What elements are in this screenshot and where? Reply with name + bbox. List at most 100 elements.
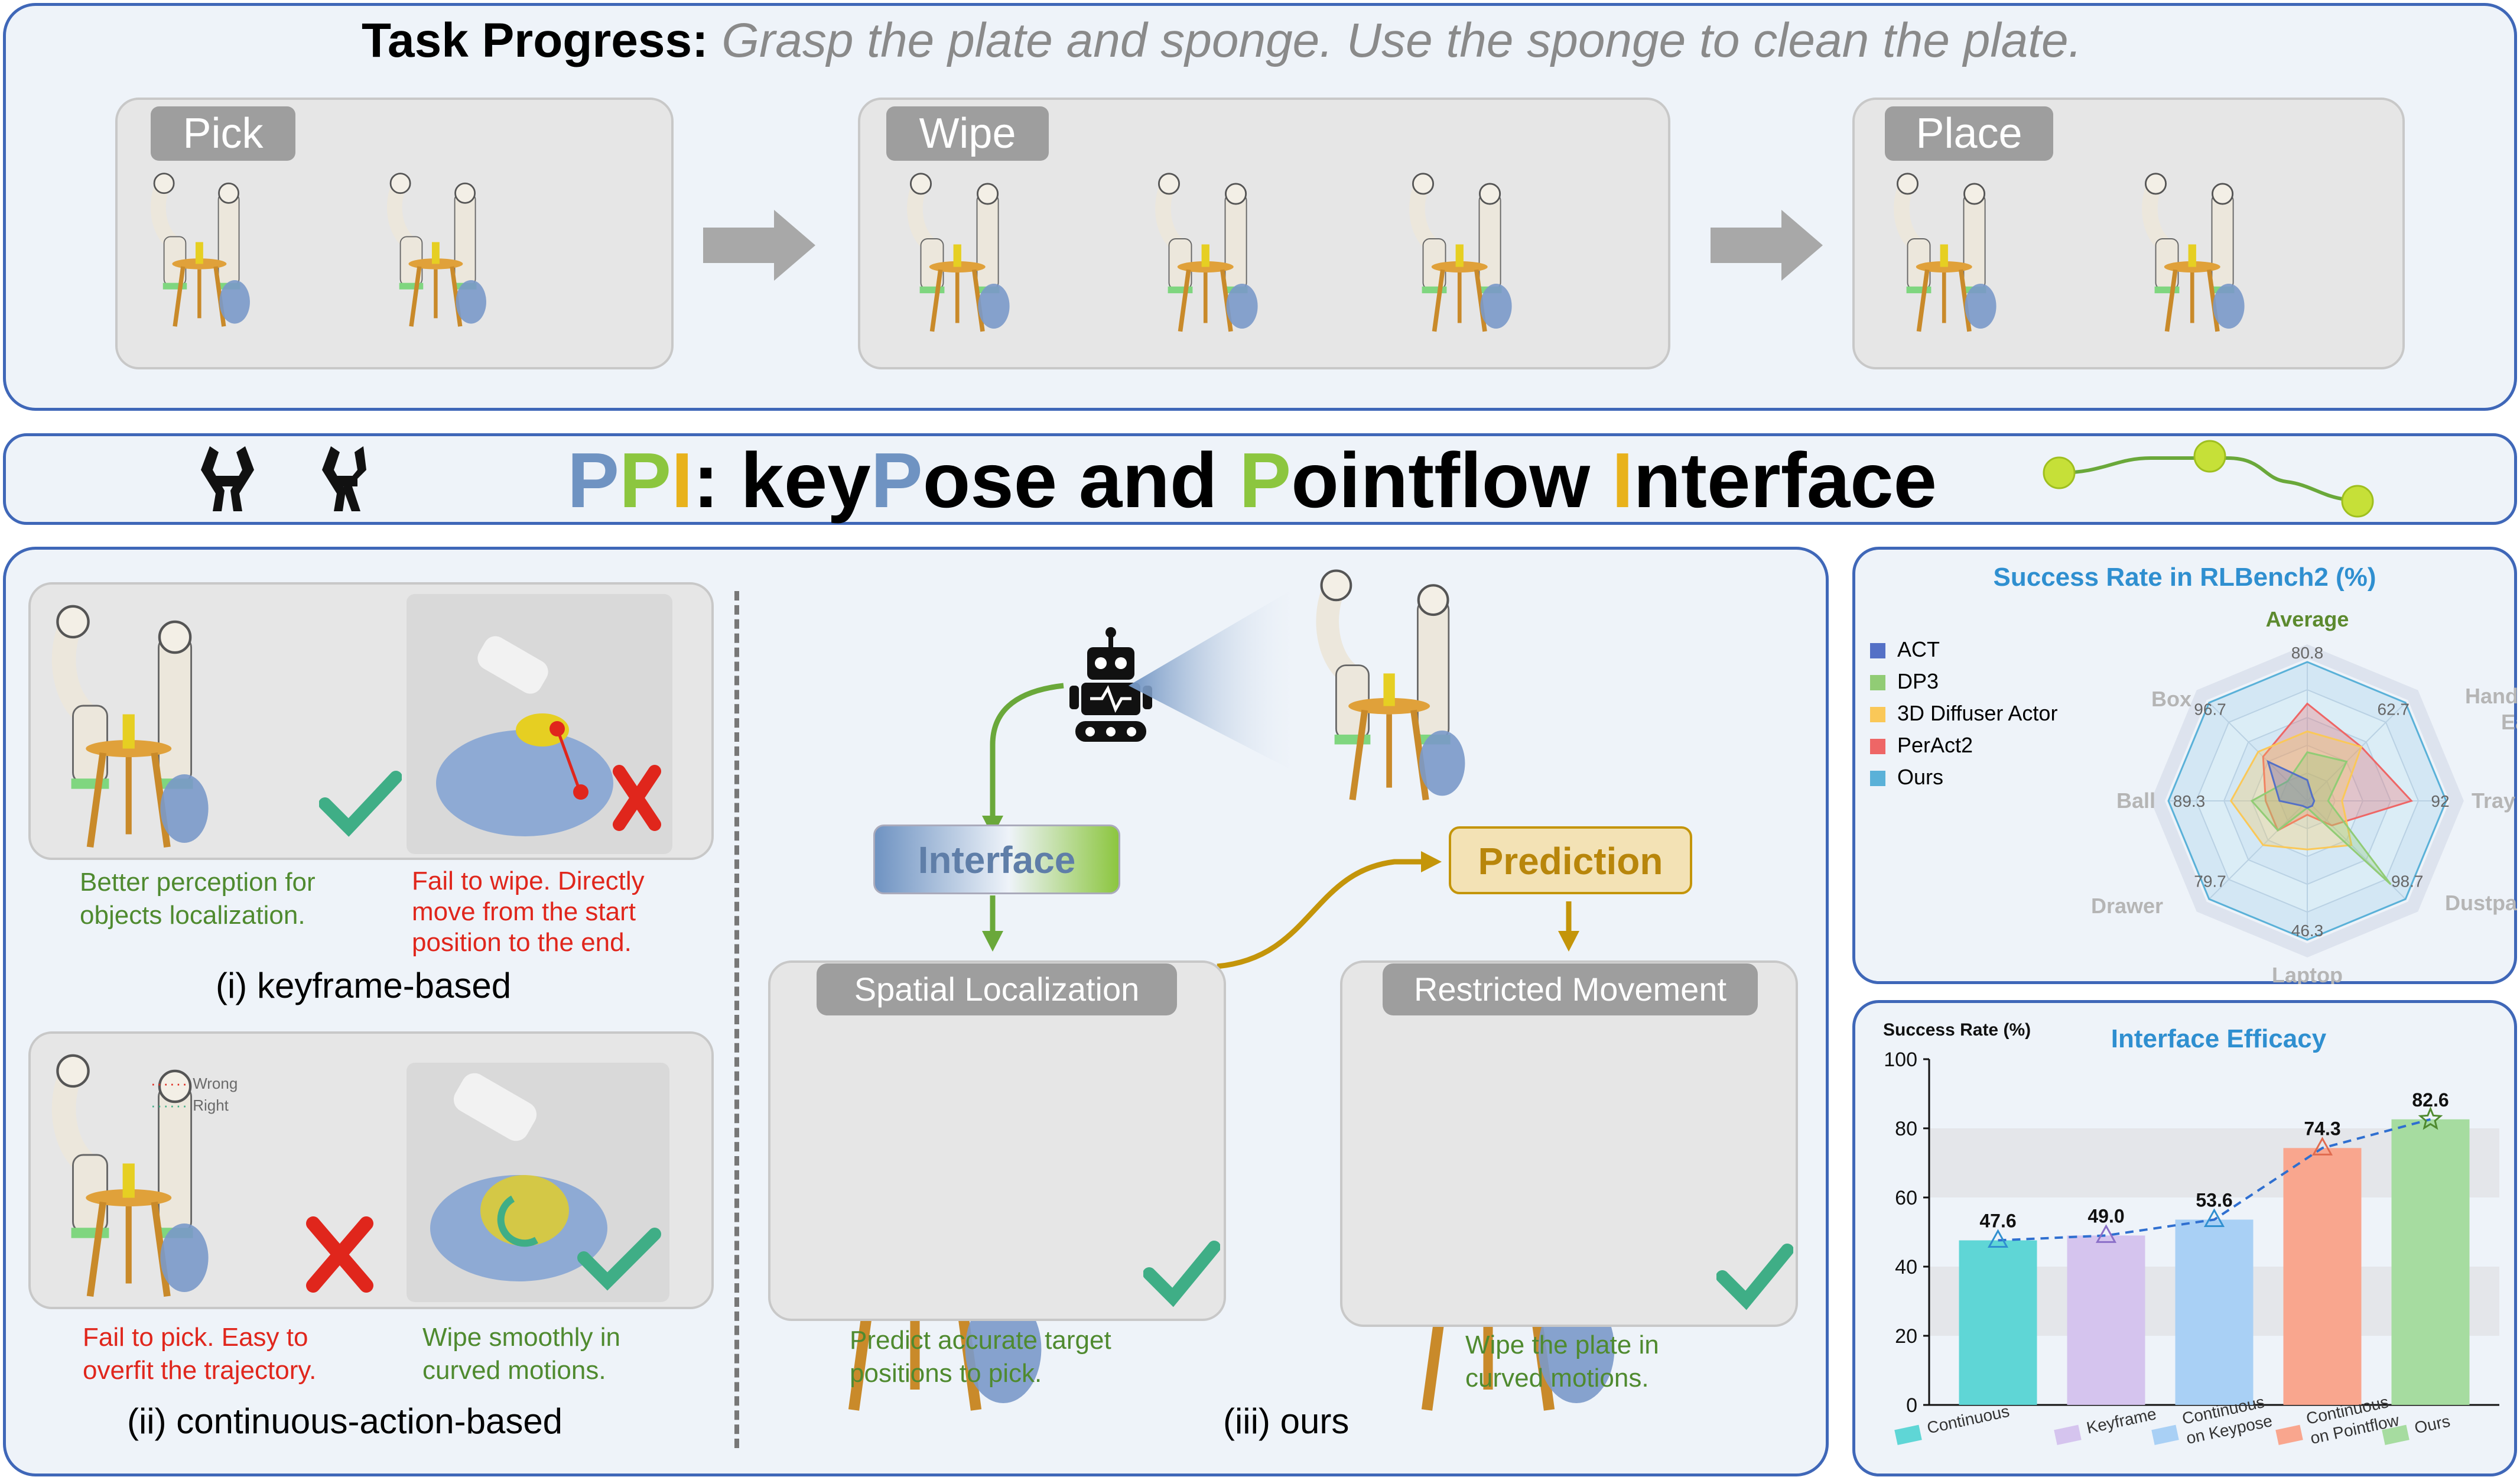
ours-camera-scene bbox=[1316, 569, 1465, 801]
radar-title: Success Rate in RLBench2 (%) bbox=[1993, 563, 2376, 592]
spatial-localization-panel bbox=[768, 960, 1226, 1321]
bar-legend-swatch bbox=[2151, 1424, 2179, 1445]
radar-legend-label: ACT bbox=[1897, 637, 1940, 661]
flow-arrows bbox=[982, 683, 1579, 969]
ppi-title-part: nterface bbox=[1633, 437, 1937, 524]
bar-trend-line bbox=[1998, 1118, 2431, 1242]
bar-legend-swatch bbox=[2382, 1424, 2410, 1445]
bar-value-label: 49.0 bbox=[2087, 1205, 2124, 1226]
prediction-box bbox=[1449, 826, 1692, 894]
place-scene-1 bbox=[1894, 173, 1997, 332]
ppi-title-part: I bbox=[1611, 437, 1634, 524]
continuous-wipe-closeup bbox=[407, 1063, 669, 1302]
radar-axis-label: Laptop bbox=[2272, 963, 2343, 984]
failure-cross-icon bbox=[306, 1216, 373, 1293]
interface-box bbox=[873, 825, 1120, 894]
spatial-localization-tag: Spatial Localization bbox=[817, 963, 1177, 1015]
wipe-phase-tag: Wipe bbox=[886, 106, 1049, 161]
pick-scene-1 bbox=[150, 173, 250, 327]
ppi-title: PPI: keyPose and Pointflow Interface bbox=[567, 436, 1937, 525]
radar-axis-max: 92 bbox=[2431, 792, 2449, 810]
keyframe-label: (i) keyframe-based bbox=[216, 966, 512, 1005]
bar-legend-label: Ours bbox=[2413, 1411, 2452, 1437]
radar-legend-swatch bbox=[1870, 643, 1885, 659]
camera-view-cone bbox=[1129, 585, 1300, 774]
wipe-scene-1 bbox=[907, 173, 1010, 332]
radar-legend-item: Ours bbox=[1870, 765, 1943, 790]
radar-axis-max: 96.7 bbox=[2194, 700, 2226, 718]
keyframe-robot-scene bbox=[51, 605, 209, 848]
bar-value-label: 53.6 bbox=[2196, 1189, 2232, 1210]
task-progress-label: Task Progress: bbox=[362, 14, 708, 67]
radar-legend-label: PerAct2 bbox=[1897, 733, 1973, 757]
interface-label: Interface bbox=[918, 839, 1076, 881]
radar-axis-label: Box bbox=[2151, 687, 2191, 711]
ppi-title-part: P bbox=[870, 437, 923, 524]
success-check-icon-spatial bbox=[1143, 1241, 1220, 1307]
bar-legend-swatch bbox=[1894, 1424, 1922, 1445]
radar-legend-label: Ours bbox=[1897, 765, 1944, 789]
radar-legend-swatch bbox=[1870, 675, 1885, 691]
ppi-title-part: : key bbox=[692, 437, 871, 524]
place-phase-tag: Place bbox=[1885, 106, 2053, 161]
radar-axis-max: 62.7 bbox=[2377, 700, 2410, 718]
radar-axis-label: Ball bbox=[2116, 788, 2155, 813]
bar-trend-marker bbox=[1987, 1229, 2009, 1248]
bar-chart-y-tick-label: 0 bbox=[1906, 1394, 1917, 1417]
continuous-label: (ii) continuous-action-based bbox=[127, 1401, 563, 1441]
ppi-title-part: ointflow bbox=[1291, 437, 1612, 524]
ppi-title-part: ose and bbox=[922, 437, 1240, 524]
task-progress-title: Task Progress: Grasp the plate and spong… bbox=[362, 13, 2082, 69]
bar-legend-item: Keyframe bbox=[2054, 1404, 2158, 1445]
radar-axis-max: 89.3 bbox=[2173, 792, 2206, 810]
radar-legend-item: PerAct2 bbox=[1870, 733, 1973, 758]
pointflow-trajectory-icon bbox=[2043, 440, 2374, 518]
radar-legend-label: DP3 bbox=[1897, 669, 1939, 693]
wipe-scene-2 bbox=[1155, 173, 1258, 332]
bar-chart-ylabel: Success Rate (%) bbox=[1883, 1020, 2031, 1040]
radar-axis-max: 98.7 bbox=[2391, 872, 2424, 891]
radar-chart: AverageHandoverEasyTrayDustpanLaptopDraw… bbox=[2091, 607, 2517, 984]
gripper-closed-icon bbox=[322, 446, 366, 511]
bar bbox=[2391, 1119, 2470, 1405]
bar bbox=[1959, 1240, 2037, 1405]
ppi-banner bbox=[3, 433, 2517, 525]
bar-chart-y-tick-label: 60 bbox=[1895, 1187, 1917, 1209]
prediction-label: Prediction bbox=[1478, 840, 1663, 882]
radar-series-3d-diffuser-actor bbox=[2229, 730, 2363, 851]
success-check-icon bbox=[319, 771, 402, 837]
radar-spoke bbox=[2307, 702, 2406, 801]
radar-axis-label: Average bbox=[2266, 607, 2349, 631]
radar-legend-swatch bbox=[1870, 739, 1885, 755]
radar-legend-item: DP3 bbox=[1870, 669, 1939, 694]
pick-scene-2 bbox=[386, 173, 486, 327]
ours-label: (iii) ours bbox=[1223, 1401, 1350, 1441]
bar-chart-y-tick-label: 40 bbox=[1895, 1256, 1917, 1278]
radar-legend-item: 3D Diffuser Actor bbox=[1870, 701, 2057, 726]
legend-wrong-label: Wrong bbox=[193, 1075, 238, 1092]
radar-axis-max: 80.8 bbox=[2291, 644, 2324, 662]
radar-outer-ring bbox=[2151, 644, 2464, 958]
bar-trend-marker bbox=[2095, 1224, 2117, 1243]
bar-legend-swatch bbox=[2275, 1424, 2303, 1445]
radar-axis-max: 79.7 bbox=[2194, 872, 2226, 891]
bar-chart-y-tick-label: 80 bbox=[1895, 1118, 1917, 1140]
radar-legend-swatch bbox=[1870, 771, 1885, 787]
radar-legend-label: 3D Diffuser Actor bbox=[1897, 701, 2058, 725]
bar-trend-marker bbox=[2418, 1106, 2443, 1130]
bar-legend-label: Keyframe bbox=[2085, 1404, 2158, 1437]
radar-series-act bbox=[2267, 760, 2316, 809]
radar-axis-label: Handover bbox=[2465, 684, 2517, 708]
bar-value-label: 74.3 bbox=[2304, 1118, 2340, 1139]
gripper-open-icon bbox=[201, 446, 254, 511]
ppi-title-part: P bbox=[619, 437, 672, 524]
bar-chart-y-tick-label: 20 bbox=[1895, 1325, 1917, 1348]
phase-arrow-2 bbox=[1711, 210, 1823, 281]
restricted-movement-panel bbox=[1340, 960, 1798, 1327]
radar-legend-swatch bbox=[1870, 707, 1885, 723]
